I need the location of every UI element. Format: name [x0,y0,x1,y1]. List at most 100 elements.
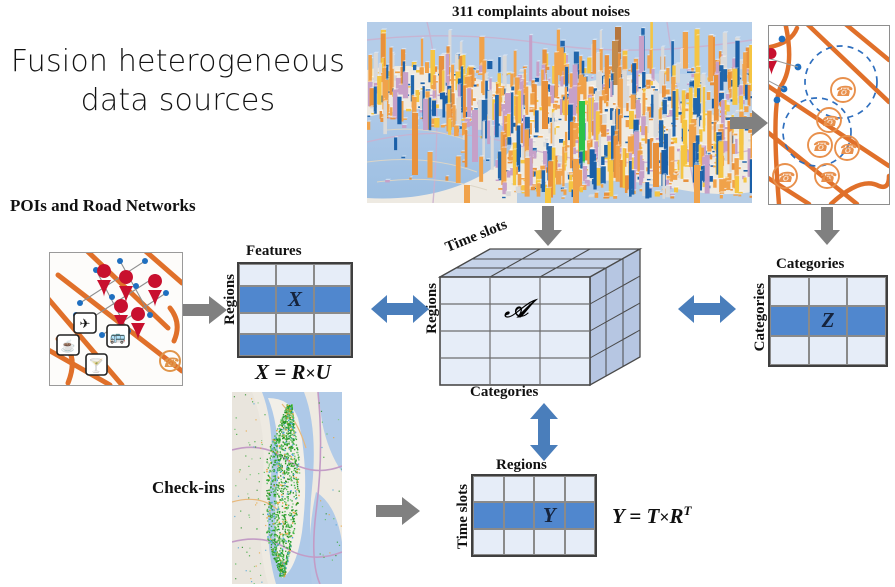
checkin-point [269,514,272,516]
checkin-point [296,464,298,466]
svg-text:✈: ✈ [80,316,91,331]
city-bar [675,88,679,120]
matrix-z[interactable]: Z [768,275,888,367]
checkin-point [278,482,280,484]
checkin-point [274,544,277,546]
checkin-point [272,554,274,556]
checkin-point [278,437,280,439]
checkin-point [279,532,281,534]
city-bar [665,179,670,186]
tensor-a[interactable] [438,247,650,387]
checkin-point [290,478,292,480]
checkin-point [270,544,273,546]
svg-text:🚌: 🚌 [110,329,126,344]
checkin-point [290,437,292,439]
checkin-point [278,569,280,571]
city-bar [597,71,602,98]
checkin-point [284,570,286,572]
region-noise-map-image: ☎☎ ☎☎ ☎☎ [768,25,890,205]
city-bar [603,157,609,160]
checkin-point [282,519,285,521]
city-bar [573,159,579,203]
city-bar [742,161,747,163]
checkin-point [292,473,294,475]
svg-text:☎: ☎ [818,171,837,186]
checkin-point [283,472,285,474]
checkin-point [291,471,293,473]
checkin-point [261,440,263,442]
checkin-point [284,411,286,414]
city-bar [682,119,688,167]
formula-y-transpose: T [683,503,692,518]
checkin-point [278,521,280,523]
checkin-point [284,485,286,487]
checkin-point [275,556,278,559]
checkin-point [280,421,282,423]
checkin-point [275,453,277,455]
checkin-point [279,464,281,467]
matrix-cell [313,264,351,286]
city-bar [589,149,595,179]
matrix-cell [808,277,848,307]
city-bar [662,99,667,117]
checkin-point [290,406,292,408]
checkin-point [271,448,274,450]
city-bar [555,170,562,185]
checkin-point [296,470,298,473]
checkin-point [288,446,291,448]
checkin-point [290,414,292,417]
checkin-point [282,432,284,435]
checkin-point [281,570,284,572]
checkin-point [276,463,278,465]
matrix-x[interactable]: X [237,262,353,358]
checkin-point [268,527,270,529]
checkin-point [282,499,284,501]
checkin-point [281,456,283,458]
checkin-point [258,481,260,483]
matrix-cell [473,476,504,502]
checkin-point [277,502,279,505]
checkin-point [285,503,287,505]
city-bar [718,141,724,178]
checkin-point [272,488,274,490]
checkin-point [288,531,290,534]
checkin-point [261,581,263,583]
city-bar [727,71,732,90]
checkin-point [263,471,265,473]
checkin-point [291,414,294,416]
city-bar [666,175,670,181]
checkin-point [280,490,282,492]
checkin-point [291,506,293,508]
checkin-point [267,520,269,522]
checkin-point [268,493,270,495]
checkin-point [280,475,282,477]
checkin-point [279,467,281,469]
city-bar [587,57,592,74]
checkin-point [274,453,276,455]
city-bar [497,73,501,87]
checkin-point [293,496,295,498]
matrix-y[interactable]: Y [471,474,597,557]
city-bar [552,112,555,155]
city-bar [661,85,666,98]
checkin-point [289,530,291,532]
checkin-point [292,515,295,517]
city-bar [505,191,511,197]
poi-icon-group: ✈ 🚌 ☕ 🍸 ☎ [56,312,181,376]
checkin-point [253,446,255,448]
matrix-cell [276,264,314,286]
checkin-point [283,437,285,439]
checkin-point [289,499,292,501]
checkin-point [281,511,284,513]
city-bar [684,165,690,167]
checkin-point [288,472,290,474]
checkin-point [274,475,276,477]
city-bar [651,94,654,119]
checkin-point [292,462,294,465]
checkin-point [271,542,273,545]
checkin-point [281,553,284,555]
checkin-point [249,444,251,446]
checkin-point [288,432,290,434]
checkin-point [286,508,288,510]
city-bar [735,138,738,154]
